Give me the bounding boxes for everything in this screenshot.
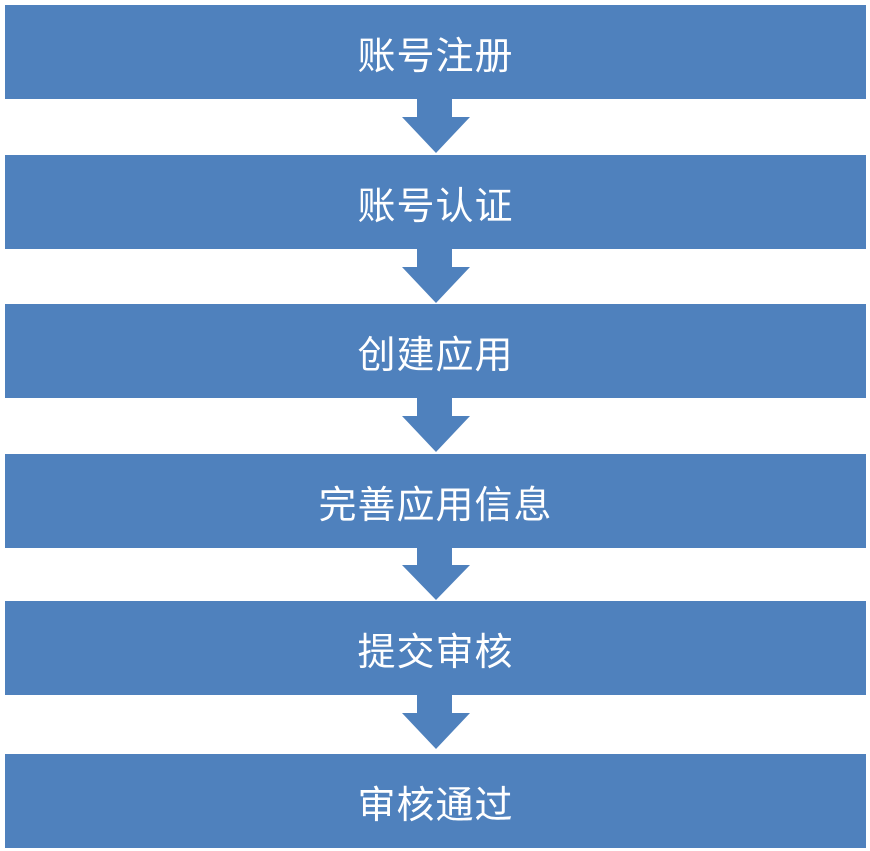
arrow-down-icon xyxy=(402,249,470,304)
arrow-down-icon xyxy=(402,398,470,453)
step-complete-app-info: 完善应用信息 xyxy=(5,454,866,548)
step-label: 账号注册 xyxy=(357,33,514,78)
step-label: 创建应用 xyxy=(357,332,514,377)
arrow-down-icon xyxy=(402,99,470,154)
step-label: 账号认证 xyxy=(357,183,514,228)
arrow-down-icon xyxy=(402,695,470,750)
step-submit-review: 提交审核 xyxy=(5,601,866,695)
step-label: 审核通过 xyxy=(357,782,514,827)
step-label: 完善应用信息 xyxy=(318,482,553,527)
step-label: 提交审核 xyxy=(357,629,514,674)
step-account-registration: 账号注册 xyxy=(5,5,866,99)
step-create-app: 创建应用 xyxy=(5,304,866,398)
step-account-verification: 账号认证 xyxy=(5,155,866,249)
step-review-passed: 审核通过 xyxy=(5,754,866,848)
arrow-down-icon xyxy=(402,548,470,601)
